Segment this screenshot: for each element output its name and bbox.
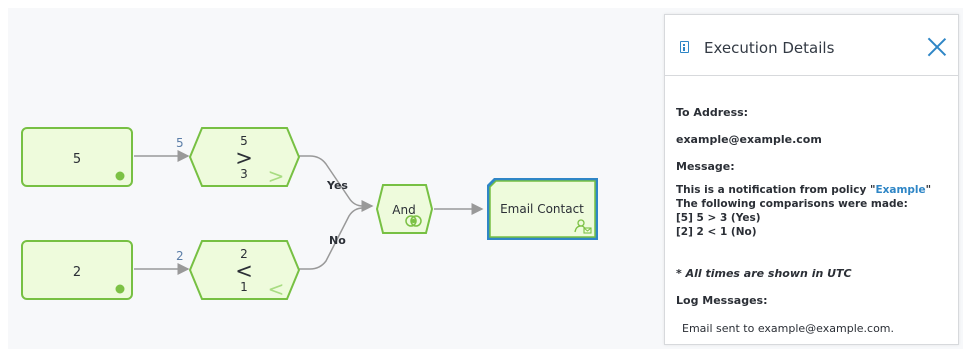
greater-than-icon: >: [268, 164, 285, 188]
compare-node[interactable]: 5 > 3 >: [188, 127, 301, 188]
execution-details-panel: Execution Details To Address: example@ex…: [664, 14, 959, 345]
branch-label-yes: Yes: [326, 179, 348, 192]
message-line: [5] 5 > 3 (Yes): [676, 212, 761, 224]
status-dot-icon: [115, 284, 125, 294]
less-than-icon: <: [268, 277, 285, 301]
compare-node-bottom: 1: [240, 280, 248, 294]
flow-diagram: 5 2 Yes No 5 2 5 > 3 > 2 < 1: [21, 127, 598, 301]
compare-node[interactable]: 2 < 1 <: [188, 240, 301, 301]
info-document-icon: [680, 41, 689, 53]
edge-compare2-and: [299, 207, 364, 270]
compare-node-top: 5: [240, 134, 248, 148]
edge-value-label: 2: [176, 249, 184, 263]
message-body: This is a notification from policy "Exam…: [676, 183, 951, 239]
status-dot-icon: [115, 171, 125, 181]
message-line: [2] 2 < 1 (No): [676, 226, 757, 238]
intersect-icon: [405, 215, 422, 227]
compare-node-operator: <: [235, 259, 253, 283]
input-node-value: 2: [73, 265, 81, 280]
compare-node-bottom: 3: [240, 167, 248, 181]
branch-label-no: No: [329, 234, 346, 247]
message-label: Message:: [676, 160, 735, 173]
panel-title: Execution Details: [704, 39, 835, 57]
edge-compare1-and: [299, 155, 374, 212]
log-message: Email sent to example@example.com.: [682, 322, 895, 335]
panel-header: Execution Details: [665, 15, 958, 76]
log-messages-label: Log Messages:: [676, 294, 768, 307]
email-contact-node[interactable]: Email Contact: [487, 178, 598, 240]
utc-note: * All times are shown in UTC: [676, 267, 852, 280]
contact-icon: [574, 219, 592, 234]
close-icon[interactable]: [927, 37, 947, 57]
policy-link[interactable]: Example: [875, 184, 926, 196]
message-suffix: " The following comparisons were made:: [676, 184, 932, 210]
input-node-value: 5: [73, 152, 81, 167]
and-node-label: And: [392, 203, 415, 217]
compare-node-operator: >: [235, 146, 253, 170]
edge-value-label: 5: [176, 136, 184, 150]
to-address-value: example@example.com: [676, 133, 822, 146]
to-address-label: To Address:: [676, 106, 749, 119]
input-node[interactable]: 5: [21, 127, 133, 187]
and-node[interactable]: And: [375, 184, 434, 234]
email-node-label: Email Contact: [500, 202, 584, 216]
compare-node-top: 2: [240, 247, 248, 261]
input-node[interactable]: 2: [21, 240, 133, 300]
message-prefix: This is a notification from policy ": [676, 184, 876, 196]
